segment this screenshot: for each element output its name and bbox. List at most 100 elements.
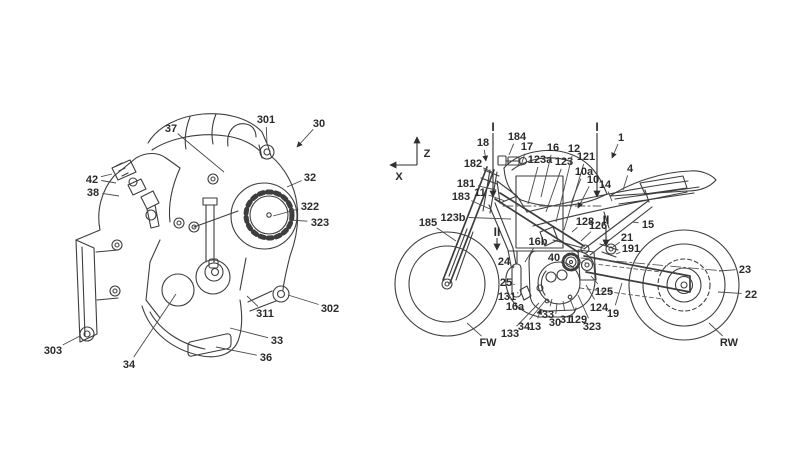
crank-boss	[195, 259, 231, 295]
ref-label-10: 10	[587, 174, 599, 186]
rear-wheel	[628, 229, 740, 341]
ref-label-133: 133	[501, 328, 519, 340]
ref-label-II: II	[603, 213, 610, 227]
ref-label-303: 303	[44, 345, 62, 357]
under-cowl	[505, 265, 577, 318]
ref-label-13: 13	[529, 321, 541, 333]
leader-line	[229, 327, 269, 339]
leader-line	[246, 295, 259, 307]
leader-line	[580, 231, 592, 242]
leader-line	[265, 126, 268, 145]
leader-line	[62, 335, 81, 346]
ref-label-I: I	[491, 120, 494, 134]
ref-label-124: 124	[590, 302, 609, 314]
ref-label-22: 22	[745, 289, 757, 301]
ref-label-123a: 123a	[528, 154, 553, 166]
ref-label-33: 33	[271, 335, 283, 347]
ref-label-21: 21	[621, 232, 633, 244]
leader-line	[512, 283, 516, 285]
leader-line	[287, 294, 319, 305]
leader-line	[272, 208, 299, 217]
leader-line	[520, 153, 526, 167]
leader-line	[555, 302, 558, 315]
leader-line	[611, 143, 619, 159]
ref-label-38: 38	[87, 187, 99, 199]
ref-label-36: 36	[260, 352, 272, 364]
ref-label-123b: 123b	[440, 212, 465, 224]
ref-label-131: 131	[498, 291, 516, 303]
leader-line	[177, 133, 225, 173]
ref-label-311: 311	[256, 308, 274, 320]
plug-body	[140, 190, 160, 210]
axis-indicator	[389, 136, 421, 169]
mount-lug-302	[272, 285, 290, 303]
ref-label-302: 302	[321, 303, 339, 315]
leader-line	[100, 173, 113, 178]
ref-label-32: 32	[304, 172, 316, 184]
rear-sprocket-hidden	[657, 258, 711, 312]
ref-label-10a: 10a	[575, 166, 594, 178]
axis-labels: ZX	[395, 148, 430, 183]
ref-label-11: 11	[474, 187, 486, 199]
leader-line	[571, 227, 578, 233]
ref-label-323: 323	[311, 217, 329, 229]
tail-cowl	[609, 170, 717, 205]
leader-line	[524, 248, 534, 263]
ref-label-II: II	[494, 225, 501, 239]
engine-top-cover	[147, 113, 269, 147]
oil-pan-slot	[187, 333, 232, 357]
ref-label-301: 301	[257, 114, 275, 126]
front-wheel	[394, 231, 500, 337]
leader-line	[632, 221, 639, 224]
center-lines	[502, 205, 725, 300]
ref-label-FW: FW	[479, 337, 497, 349]
ref-label-31: 31	[560, 314, 572, 326]
ref-label-34: 34	[518, 321, 531, 333]
leader-line	[482, 167, 493, 173]
leader-line	[590, 275, 599, 285]
leader-line	[708, 322, 724, 337]
handlebar	[497, 155, 528, 166]
leader-line	[614, 282, 623, 306]
leader-line	[612, 241, 621, 248]
leader-line	[585, 284, 595, 300]
engine-hose	[227, 123, 257, 147]
leader-line	[555, 155, 573, 223]
ref-label-322: 322	[301, 201, 319, 213]
ref-label-30: 30	[313, 118, 325, 130]
engine-sprocket	[561, 252, 581, 272]
leader-line	[577, 294, 589, 319]
leader-line	[718, 269, 736, 272]
motorcycle-figure	[394, 149, 740, 341]
battery-box	[515, 175, 564, 249]
leader-line	[516, 302, 540, 327]
leader-line	[471, 200, 491, 210]
leader-line	[570, 178, 582, 204]
engine-figure	[75, 113, 299, 358]
leader-line	[511, 265, 515, 269]
ref-label-40: 40	[548, 252, 560, 264]
leader-line	[577, 186, 590, 209]
ref-label-126: 126	[589, 220, 607, 232]
ref-label-RW: RW	[720, 337, 739, 349]
ref-label-16: 16	[547, 142, 559, 154]
leader-line	[289, 219, 308, 222]
ref-label-42: 42	[86, 174, 98, 186]
ref-label-18: 18	[477, 137, 489, 149]
ref-label-323: 323	[583, 321, 601, 333]
injector-stack	[111, 159, 137, 181]
left-bracket	[75, 239, 98, 343]
ref-label-37: 37	[165, 123, 177, 135]
ref-label-184: 184	[508, 131, 527, 143]
ref-label-I: I	[595, 120, 598, 134]
ref-label-182: 182	[464, 158, 482, 170]
leader-line	[133, 293, 177, 358]
ref-label-1: 1	[618, 132, 624, 144]
leader-line	[466, 322, 482, 337]
leader-line	[607, 191, 613, 202]
ref-label-33: 33	[542, 309, 554, 321]
mount-lug-303	[79, 326, 95, 342]
